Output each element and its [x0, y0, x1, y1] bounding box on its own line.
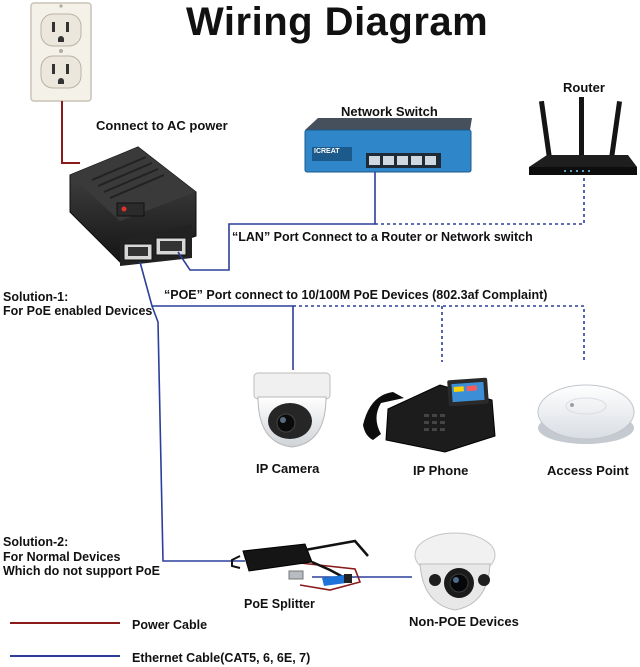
poe-splitter-label: PoE Splitter: [244, 597, 315, 611]
wall-outlet-icon: [30, 2, 92, 102]
solution1-desc: For PoE enabled Devices: [3, 304, 153, 318]
ip-phone-label: IP Phone: [413, 463, 469, 478]
solution2-desc-line1: For Normal Devices: [3, 550, 121, 564]
switch-brand-label: ICREAT: [314, 148, 340, 155]
connect-ac-label: Connect to AC power: [96, 118, 228, 133]
poe-port-label: “POE” Port connect to 10/100M PoE Device…: [164, 288, 548, 302]
power-cable-line: [61, 101, 80, 164]
ip-phone-icon: [363, 377, 496, 453]
access-point-label: Access Point: [547, 463, 629, 478]
lan-port-label: “LAN” Port Connect to a Router or Networ…: [232, 230, 533, 244]
solution1-heading: Solution-1:: [3, 290, 69, 304]
poe-splitter-icon: [231, 539, 369, 586]
network-switch-label: Network Switch: [341, 104, 438, 119]
access-point-icon: [537, 384, 635, 444]
solution2-desc-line2: Which do not support PoE: [3, 564, 160, 578]
ip-camera-icon: [253, 372, 331, 448]
ip-camera-label: IP Camera: [256, 461, 320, 476]
router-label: Router: [563, 80, 605, 95]
legend-power-label: Power Cable: [132, 618, 208, 632]
poe-injector-icon: [69, 146, 197, 266]
non-poe-camera-icon: [414, 532, 496, 611]
solution2-heading: Solution-2:: [3, 535, 69, 549]
non-poe-devices-label: Non-POE Devices: [409, 614, 519, 629]
network-switch-icon: [304, 118, 472, 173]
router-icon: [529, 97, 637, 175]
ethernet-cables: [139, 172, 412, 578]
page-title: Wiring Diagram: [186, 0, 489, 44]
legend-ethernet-label: Ethernet Cable(CAT5, 6, 6E, 7): [132, 651, 311, 665]
dotted-cables: [293, 176, 585, 362]
